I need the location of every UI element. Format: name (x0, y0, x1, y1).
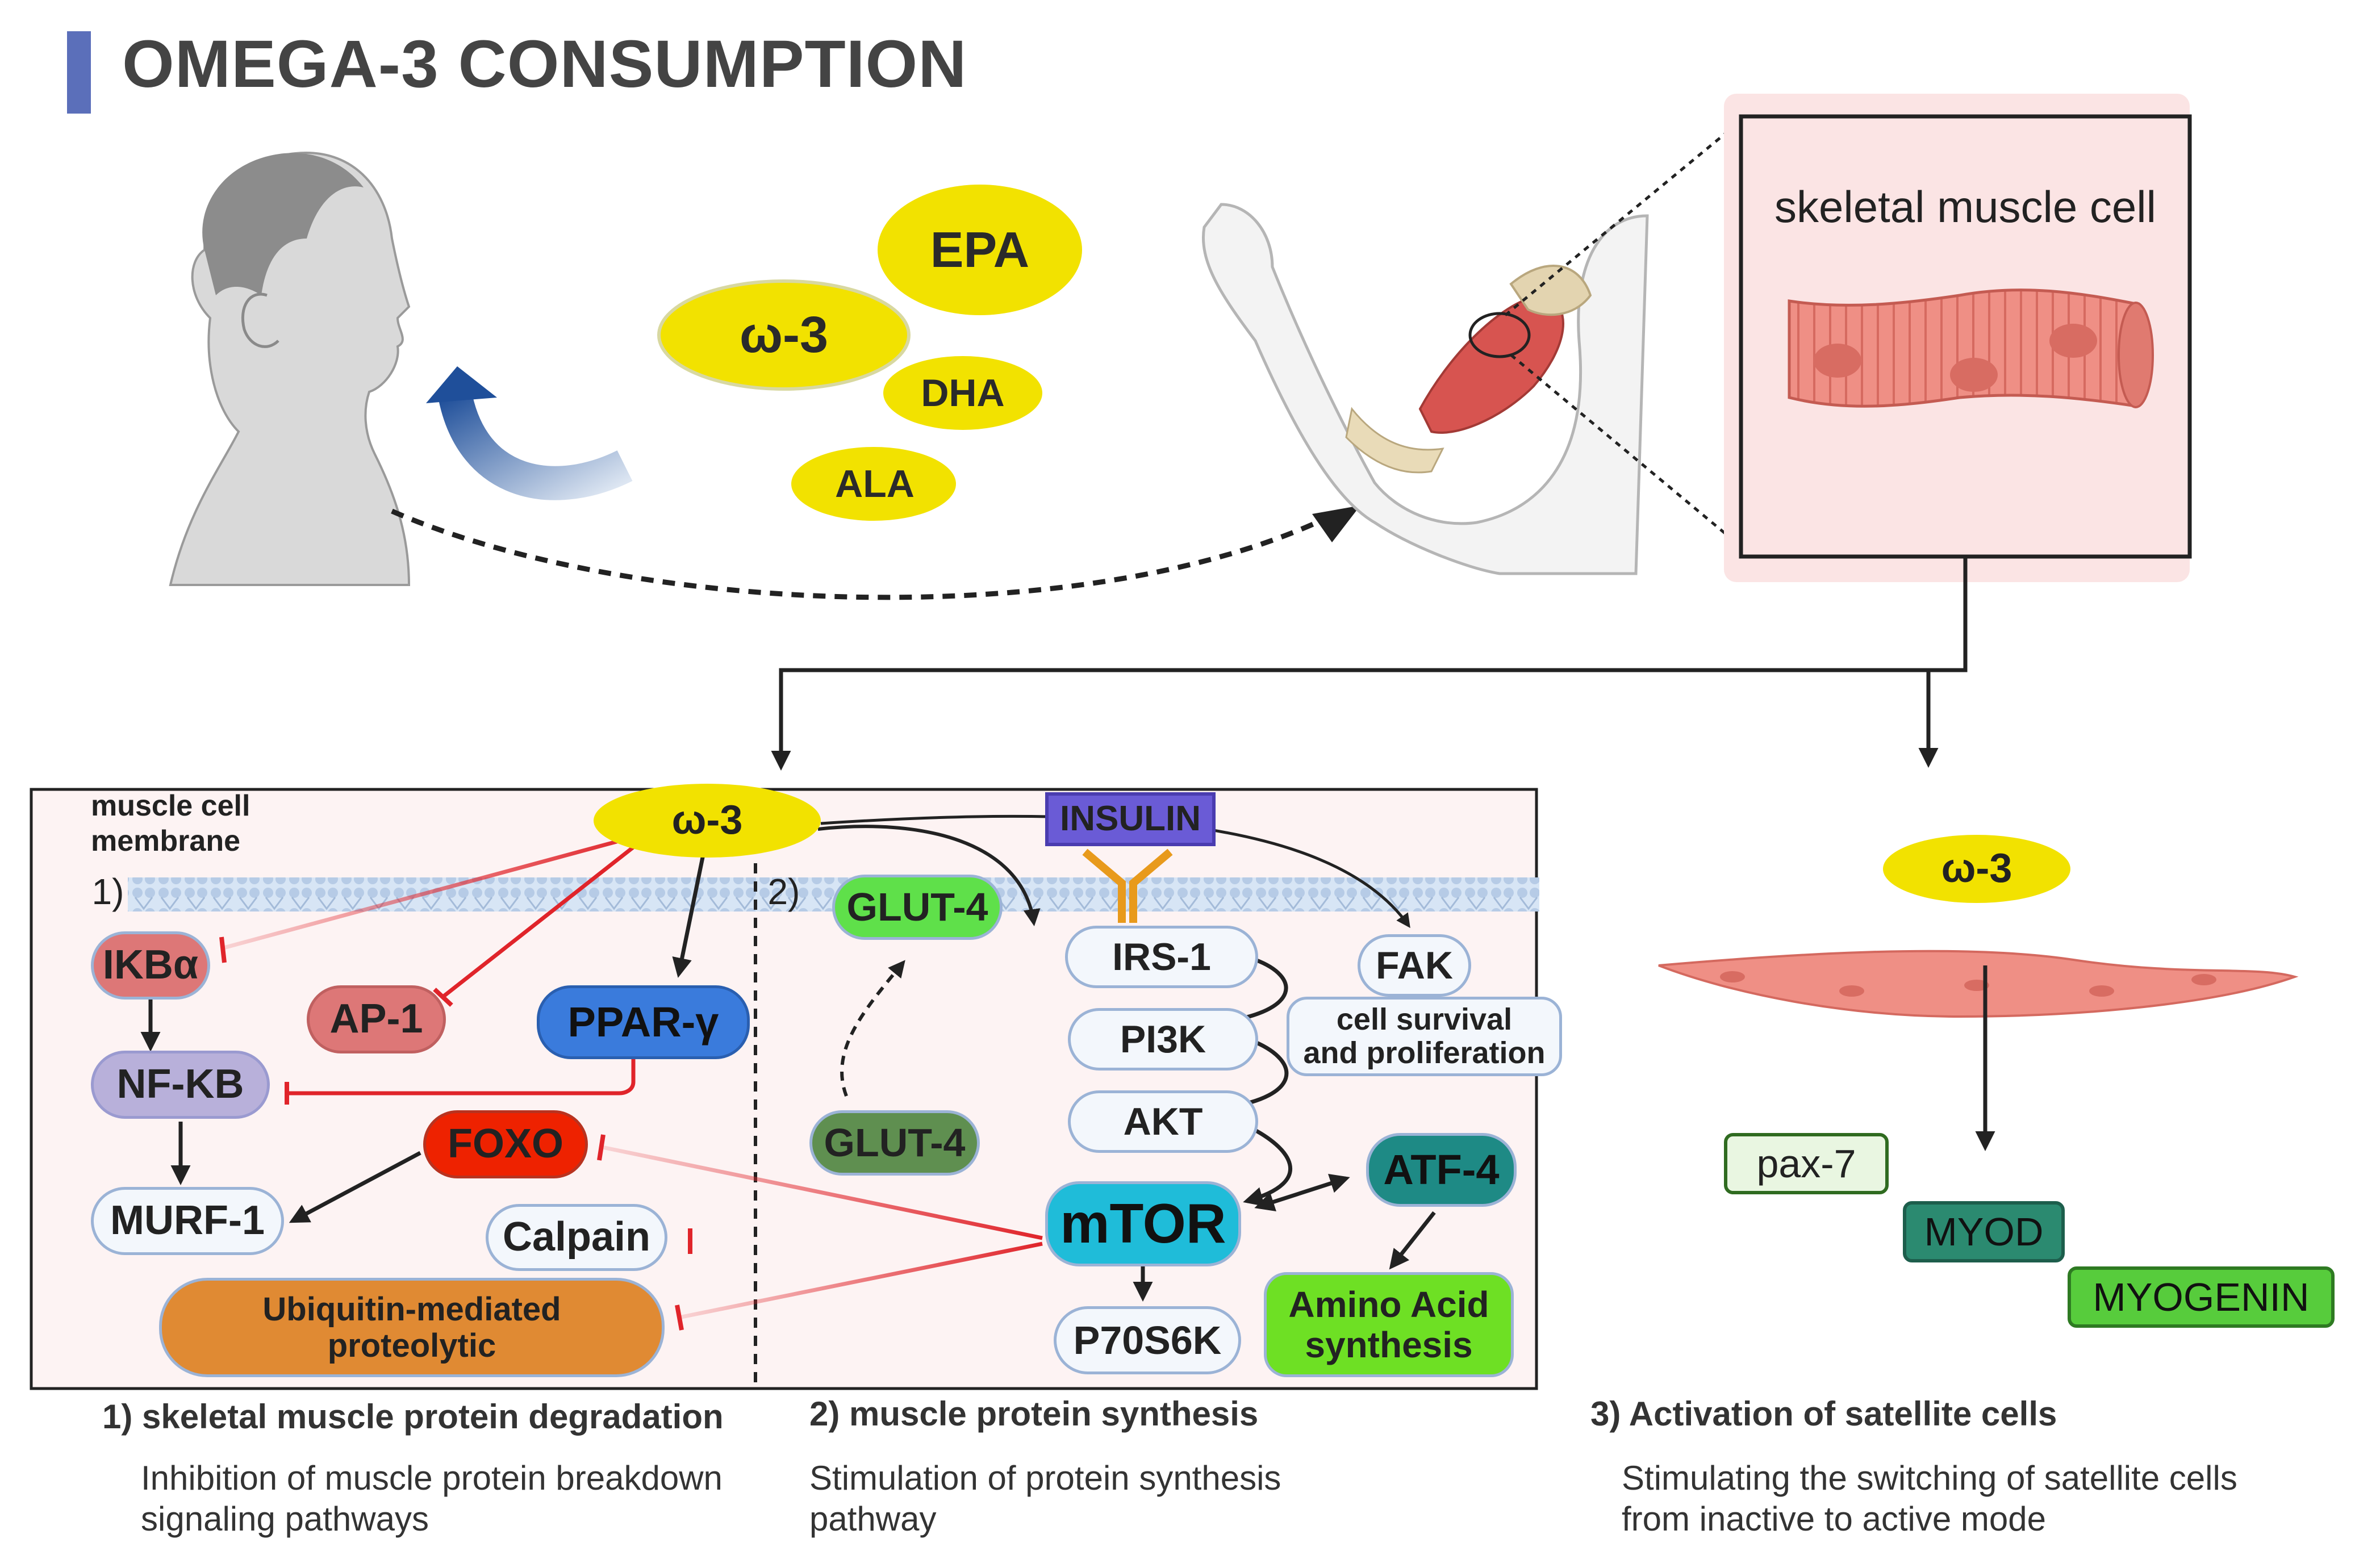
ap1-node: AP-1 (307, 985, 446, 1053)
pax7-box: pax-7 (1724, 1133, 1889, 1194)
insulin-receptor-icon (1082, 848, 1173, 923)
ubiquitin-line2: proteolytic (327, 1327, 496, 1364)
nfkb-node: NF-KB (91, 1051, 270, 1119)
page-title: OMEGA-3 CONSUMPTION (122, 27, 967, 102)
fak-node: FAK (1358, 934, 1471, 997)
myogenin-box: MYOGENIN (2068, 1266, 2335, 1328)
amino-acid-node: Amino Acid synthesis (1264, 1272, 1514, 1377)
membrane-label-line2: membrane (91, 825, 240, 858)
amino-acid-line1: Amino Acid (1288, 1284, 1489, 1326)
muscle-fiber-illustration (1788, 288, 2154, 408)
caption2-line1: Stimulation of protein synthesis (809, 1459, 1281, 1497)
pi3k-node: PI3K (1068, 1008, 1258, 1071)
cell-survival-line1: cell survival (1336, 1002, 1513, 1036)
person-head-illustration (169, 152, 411, 586)
epa-ellipse (878, 185, 1082, 315)
irs1-node: IRS-1 (1065, 926, 1258, 988)
caption1-line1: Inhibition of muscle protein breakdown (141, 1459, 723, 1497)
calpain-node: Calpain (486, 1204, 667, 1271)
ppar-node: PPAR-γ (537, 985, 750, 1059)
ubiquitin-node: Ubiquitin-mediated proteolytic (159, 1278, 665, 1377)
caption1-line2: signaling pathways (141, 1500, 429, 1538)
mtor-node: mTOR (1045, 1181, 1241, 1266)
omega3-top-label: ω-3 (739, 306, 829, 363)
omega3-ellipse-top (657, 279, 911, 391)
title-accent-bar (67, 31, 91, 114)
ubiquitin-line1: Ubiquitin-mediated (262, 1290, 561, 1328)
cell-survival-line2: and proliferation (1303, 1036, 1546, 1070)
section1-marker: 1) (91, 871, 124, 912)
akt-node: AKT (1068, 1090, 1258, 1153)
caption3-line2: from inactive to active mode (1622, 1500, 2046, 1538)
caption2-title: 2) muscle protein synthesis (809, 1395, 1259, 1433)
glut4-top-node: GLUT-4 (832, 875, 1003, 940)
cell-survival-node: cell survival and proliferation (1287, 997, 1562, 1076)
caption3-title: 3) Activation of satellite cells (1590, 1395, 2057, 1433)
myod-box: MYOD (1903, 1201, 2065, 1262)
foxo-node: FOXO (423, 1110, 588, 1178)
membrane-label-line1: muscle cell (91, 789, 250, 823)
pathway-omega3-ellipse (594, 784, 821, 858)
satellite-omega3-ellipse (1883, 835, 2070, 903)
dha-ellipse (883, 356, 1042, 430)
pathway-omega3-label: ω-3 (671, 797, 743, 843)
caption3-line1: Stimulating the switching of satellite c… (1622, 1459, 2237, 1497)
insulin-box: INSULIN (1045, 792, 1216, 846)
murf1-node: MURF-1 (91, 1187, 284, 1255)
epa-label: EPA (930, 221, 1030, 278)
section2-marker: 2) (767, 871, 800, 912)
curved-intake-arrow (437, 388, 633, 500)
ala-label: ALA (835, 462, 915, 506)
ikba-node: IKBα (91, 931, 210, 1000)
satellite-omega3-label: ω-3 (1941, 846, 2012, 892)
amino-acid-line2: synthesis (1305, 1324, 1473, 1365)
dha-label: DHA (921, 371, 1005, 415)
p70s6k-node: P70S6K (1054, 1306, 1241, 1374)
satellite-cell-illustration (1658, 950, 2299, 1018)
caption2-line2: pathway (809, 1500, 937, 1538)
glut4-bottom-node: GLUT-4 (809, 1110, 980, 1176)
ala-ellipse (791, 447, 956, 521)
muscle-cell-label: skeletal muscle cell (1774, 182, 2156, 232)
caption1-title: 1) skeletal muscle protein degradation (102, 1398, 724, 1436)
dotted-travel-arrow (391, 508, 1330, 600)
atf4-node: ATF-4 (1366, 1133, 1517, 1207)
arm-muscle-illustration (1202, 203, 1649, 575)
